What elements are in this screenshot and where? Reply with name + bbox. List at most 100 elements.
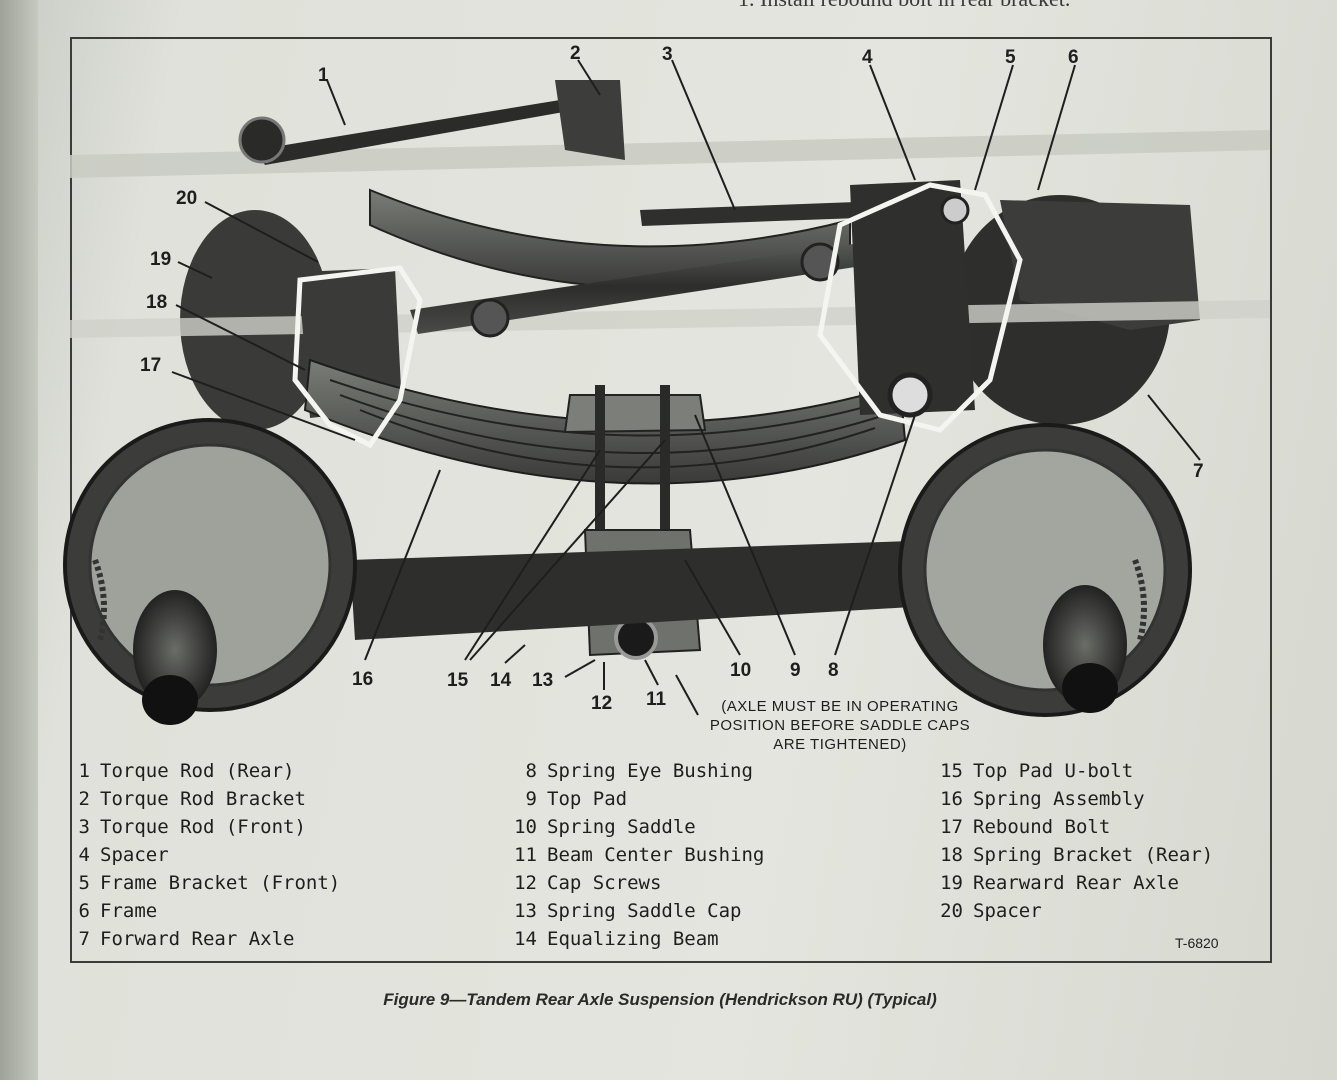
highlight-outline-front-bracket [817, 182, 1023, 433]
callout-4: 4 [862, 47, 873, 68]
legend-item: 12 Cap Screws [505, 872, 764, 900]
figure-reference-code: T-6820 [1175, 935, 1219, 951]
legend-number: 18 [940, 844, 963, 866]
differential-carrier [1000, 200, 1200, 330]
axle-note: (AXLE MUST BE IN OPERATING POSITION BEFO… [690, 697, 990, 754]
axle-note-line: (AXLE MUST BE IN OPERATING [721, 698, 959, 715]
legend-number: 14 [514, 928, 537, 950]
legend-label: Beam Center Bushing [547, 844, 765, 866]
legend-label: Torque Rod Bracket [100, 788, 306, 810]
legend-number: 16 [940, 788, 963, 810]
right-brake-spring [1132, 558, 1147, 641]
torque-rod-end [238, 116, 286, 164]
equalizing-beam [350, 540, 945, 640]
callout-14: 14 [490, 670, 512, 691]
frame-rail [70, 130, 1270, 178]
legend-number: 9 [525, 788, 537, 810]
legend-item: 4 Spacer [70, 844, 340, 872]
callout-19: 19 [150, 249, 172, 270]
legend-item: 14 Equalizing Beam [505, 928, 764, 956]
universal-joint [470, 298, 510, 338]
legend-number: 15 [940, 760, 963, 782]
legend-label: Spring Bracket (Rear) [973, 844, 1214, 866]
left-brake-spring [92, 558, 107, 641]
callout-2: 2 [570, 43, 581, 64]
frame-bracket-front [850, 180, 975, 415]
leader-lines [171, 59, 1201, 716]
legend-label: Spring Eye Bushing [547, 760, 753, 782]
legend-item: 5 Frame Bracket (Front) [70, 872, 341, 900]
callout-7: 7 [1193, 461, 1204, 482]
top-pad [563, 394, 707, 434]
callout-15: 15 [447, 670, 469, 691]
figure-frame [70, 37, 1272, 963]
legend-item: 19 Rearward Rear Axle [935, 872, 1213, 900]
legend-label: Cap Screws [547, 872, 662, 894]
legend-number: 3 [78, 816, 90, 838]
legend-number: 19 [940, 872, 963, 894]
axle-note-line: POSITION BEFORE SADDLE CAPS [709, 717, 971, 734]
callout-12: 12 [591, 693, 613, 714]
u-bolt [595, 385, 605, 535]
page-binding-edge [0, 0, 38, 1080]
callout-3: 3 [662, 44, 673, 65]
legend-label: Forward Rear Axle [100, 928, 295, 950]
legend-number: 1 [78, 760, 90, 782]
callout-5: 5 [1005, 47, 1016, 68]
legend-label: Spacer [100, 844, 169, 866]
legend-item: 15 Top Pad U-bolt [935, 760, 1213, 788]
callout-9: 9 [790, 660, 801, 681]
legend-label: Top Pad [547, 788, 628, 810]
legend-number: 20 [940, 900, 963, 922]
legend-item: 16 Spring Assembly [935, 788, 1213, 816]
legend-number: 13 [514, 900, 537, 922]
callout-20: 20 [176, 188, 198, 209]
u-bolt [660, 385, 670, 535]
legend-label: Spring Saddle Cap [547, 900, 742, 922]
legend-item: 9 Top Pad [505, 788, 764, 816]
legend-label: Frame Bracket (Front) [100, 872, 341, 894]
legend-item: 3 Torque Rod (Front) [70, 816, 340, 844]
legend-label: Spring Assembly [973, 788, 1145, 810]
legend-item: 7 Forward Rear Axle [70, 928, 340, 956]
legend-number: 7 [78, 928, 90, 950]
callout-18: 18 [146, 292, 168, 313]
torque-rod-bracket [555, 80, 625, 160]
callout-10: 10 [730, 660, 752, 681]
legend-number: 4 [78, 844, 90, 866]
legend-number: 6 [78, 900, 90, 922]
legend-label: Rearward Rear Axle [973, 872, 1179, 894]
legend-number: 8 [525, 760, 537, 782]
legend-number: 12 [514, 872, 537, 894]
drive-shaft [410, 240, 888, 334]
universal-joint [800, 242, 840, 282]
legend-label: Torque Rod (Rear) [100, 760, 295, 782]
callout-16: 16 [352, 669, 374, 690]
header-text: 1. Install rebound bolt in rear bracket. [738, 0, 1158, 14]
legend-label: Equalizing Beam [547, 928, 719, 950]
callout-11: 11 [646, 689, 667, 710]
spring-eye-bushing [887, 372, 933, 418]
highlight-outline-rear-bracket [292, 265, 423, 449]
axle-note-line: ARE TIGHTENED) [773, 736, 907, 753]
legend-item: 18 Spring Bracket (Rear) [935, 844, 1213, 872]
callout-6: 6 [1068, 47, 1079, 68]
torque-rod-front [640, 200, 912, 226]
legend-item: 1 Torque Rod (Rear) [70, 760, 340, 788]
callout-13: 13 [532, 670, 554, 691]
legend-item: 13 Spring Saddle Cap [505, 900, 764, 928]
legend-number: 5 [78, 872, 90, 894]
torque-rod-rear [255, 100, 575, 165]
callout-1: 1 [318, 65, 329, 86]
figure-caption: Figure 9—Tandem Rear Axle Suspension (He… [383, 990, 937, 1009]
legend-label: Torque Rod (Front) [100, 816, 306, 838]
legend-label: Top Pad U-bolt [973, 760, 1134, 782]
legend-item: 8 Spring Eye Bushing [505, 760, 764, 788]
